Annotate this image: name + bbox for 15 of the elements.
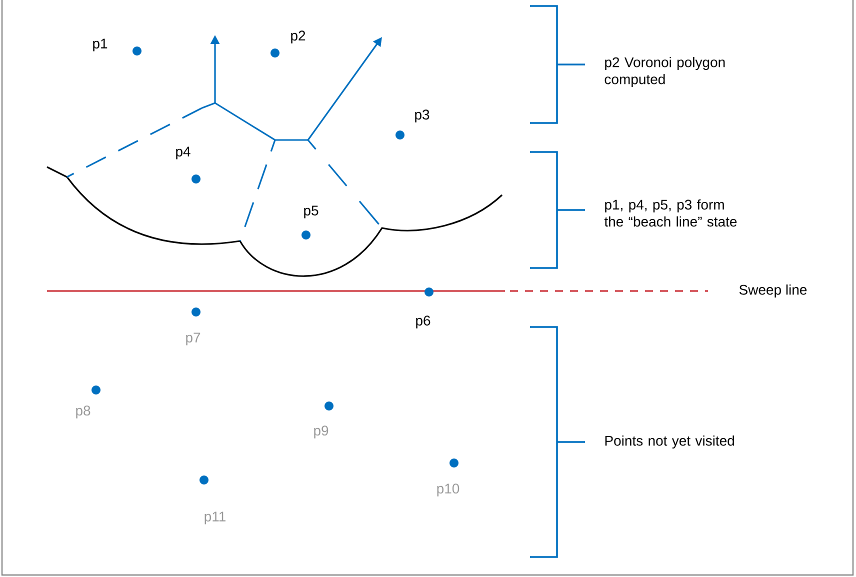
point-label: p1: [93, 38, 108, 52]
annotation-text: p1, p4, p5, p3 form the “beach line” state: [604, 199, 737, 227]
annotation-text: p2 Voronoi polygon computed: [604, 56, 725, 87]
sweep-line-label: Sweep line: [739, 284, 807, 298]
point-label: p2: [291, 30, 306, 44]
point-label: p3: [415, 110, 430, 122]
point-label: p10: [437, 484, 460, 496]
point-label: p6: [416, 316, 430, 328]
point-label: p11: [204, 512, 226, 524]
annotation-text: Points not yet visited: [605, 435, 734, 448]
point-label: p4: [176, 146, 190, 160]
point-label: p9: [314, 426, 328, 438]
point-label: p7: [186, 332, 200, 346]
point-label: p8: [76, 406, 90, 418]
point-label: p5: [304, 206, 318, 218]
